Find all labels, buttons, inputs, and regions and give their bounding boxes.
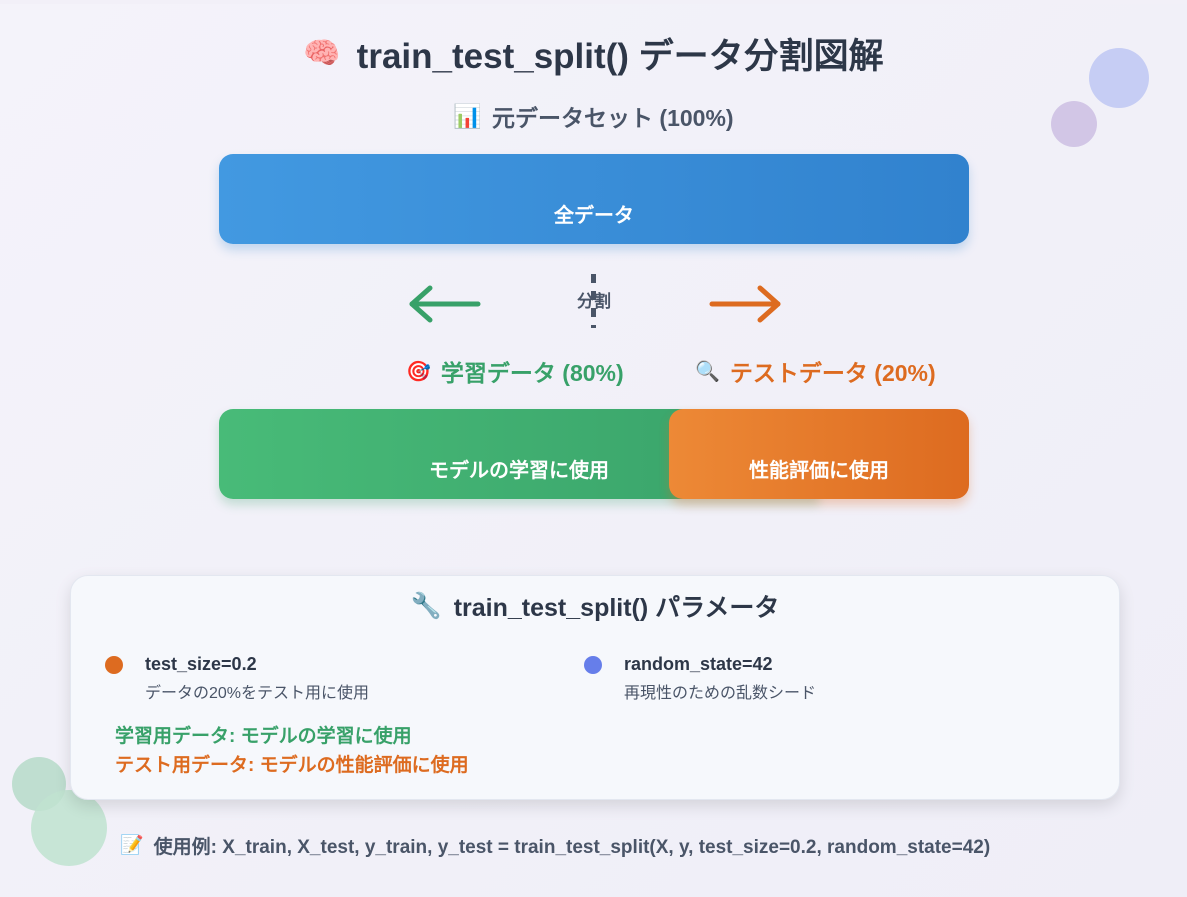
right-arrow-icon [709, 285, 781, 323]
split-label: 分割 [577, 292, 611, 311]
decorative-circle [1089, 48, 1149, 108]
param-bullet-dot [584, 656, 602, 674]
bar-chart-icon: 📊 [453, 102, 483, 129]
left-arrow-icon [409, 285, 481, 323]
usage-example-text: 使用例: X_train, X_test, y_train, y_test = … [153, 836, 991, 858]
usage-example: 📝 使用例: X_train, X_test, y_train, y_test … [120, 831, 990, 859]
parameters-panel: 🔧 train_test_split() パラメータ test_size=0.2… [70, 575, 1120, 800]
magnifier-icon: 🔍 [695, 360, 720, 383]
test-data-bar-label: 性能評価に使用 [749, 459, 889, 482]
param-bullet-dot [105, 656, 123, 674]
param-description: データの20%をテスト用に使用 [145, 685, 370, 702]
param-name: random_state=42 [624, 654, 773, 674]
test-data-label: 🔍 テストデータ (20%) [695, 354, 936, 388]
wrench-icon: 🔧 [410, 591, 442, 620]
brain-icon: 🧠 [303, 36, 341, 70]
dataset-heading: 📊 元データセット (100%) [0, 99, 1187, 133]
decorative-circle [31, 790, 107, 866]
test-usage-note: テスト用データ: モデルの性能評価に使用 [115, 755, 469, 776]
train-data-label: 🎯 学習データ (80%) [406, 354, 624, 388]
memo-icon: 📝 [120, 835, 144, 856]
parameters-title-text: train_test_split() パラメータ [453, 594, 780, 622]
target-icon: 🎯 [406, 360, 431, 383]
test-data-label-text: テストデータ (20%) [729, 360, 936, 386]
test-data-bar: 性能評価に使用 [669, 409, 969, 499]
decorative-circle [1051, 101, 1097, 147]
train-data-bar-label: モデルの学習に使用 [429, 459, 609, 482]
train-data-label-text: 学習データ (80%) [440, 360, 624, 386]
split-divider [591, 274, 596, 328]
dataset-heading-text: 元データセット (100%) [492, 105, 734, 131]
parameters-title: 🔧 train_test_split() パラメータ [71, 586, 1119, 626]
all-data-bar-label: 全データ [554, 204, 634, 227]
train-usage-note: 学習用データ: モデルの学習に使用 [115, 726, 412, 747]
all-data-bar: 全データ [219, 154, 969, 244]
param-name: test_size=0.2 [145, 654, 257, 674]
page-title-text: train_test_split() データ分割図解 [356, 36, 884, 76]
param-description: 再現性のための乱数シード [624, 685, 817, 702]
page-title: 🧠 train_test_split() データ分割図解 [0, 28, 1187, 78]
